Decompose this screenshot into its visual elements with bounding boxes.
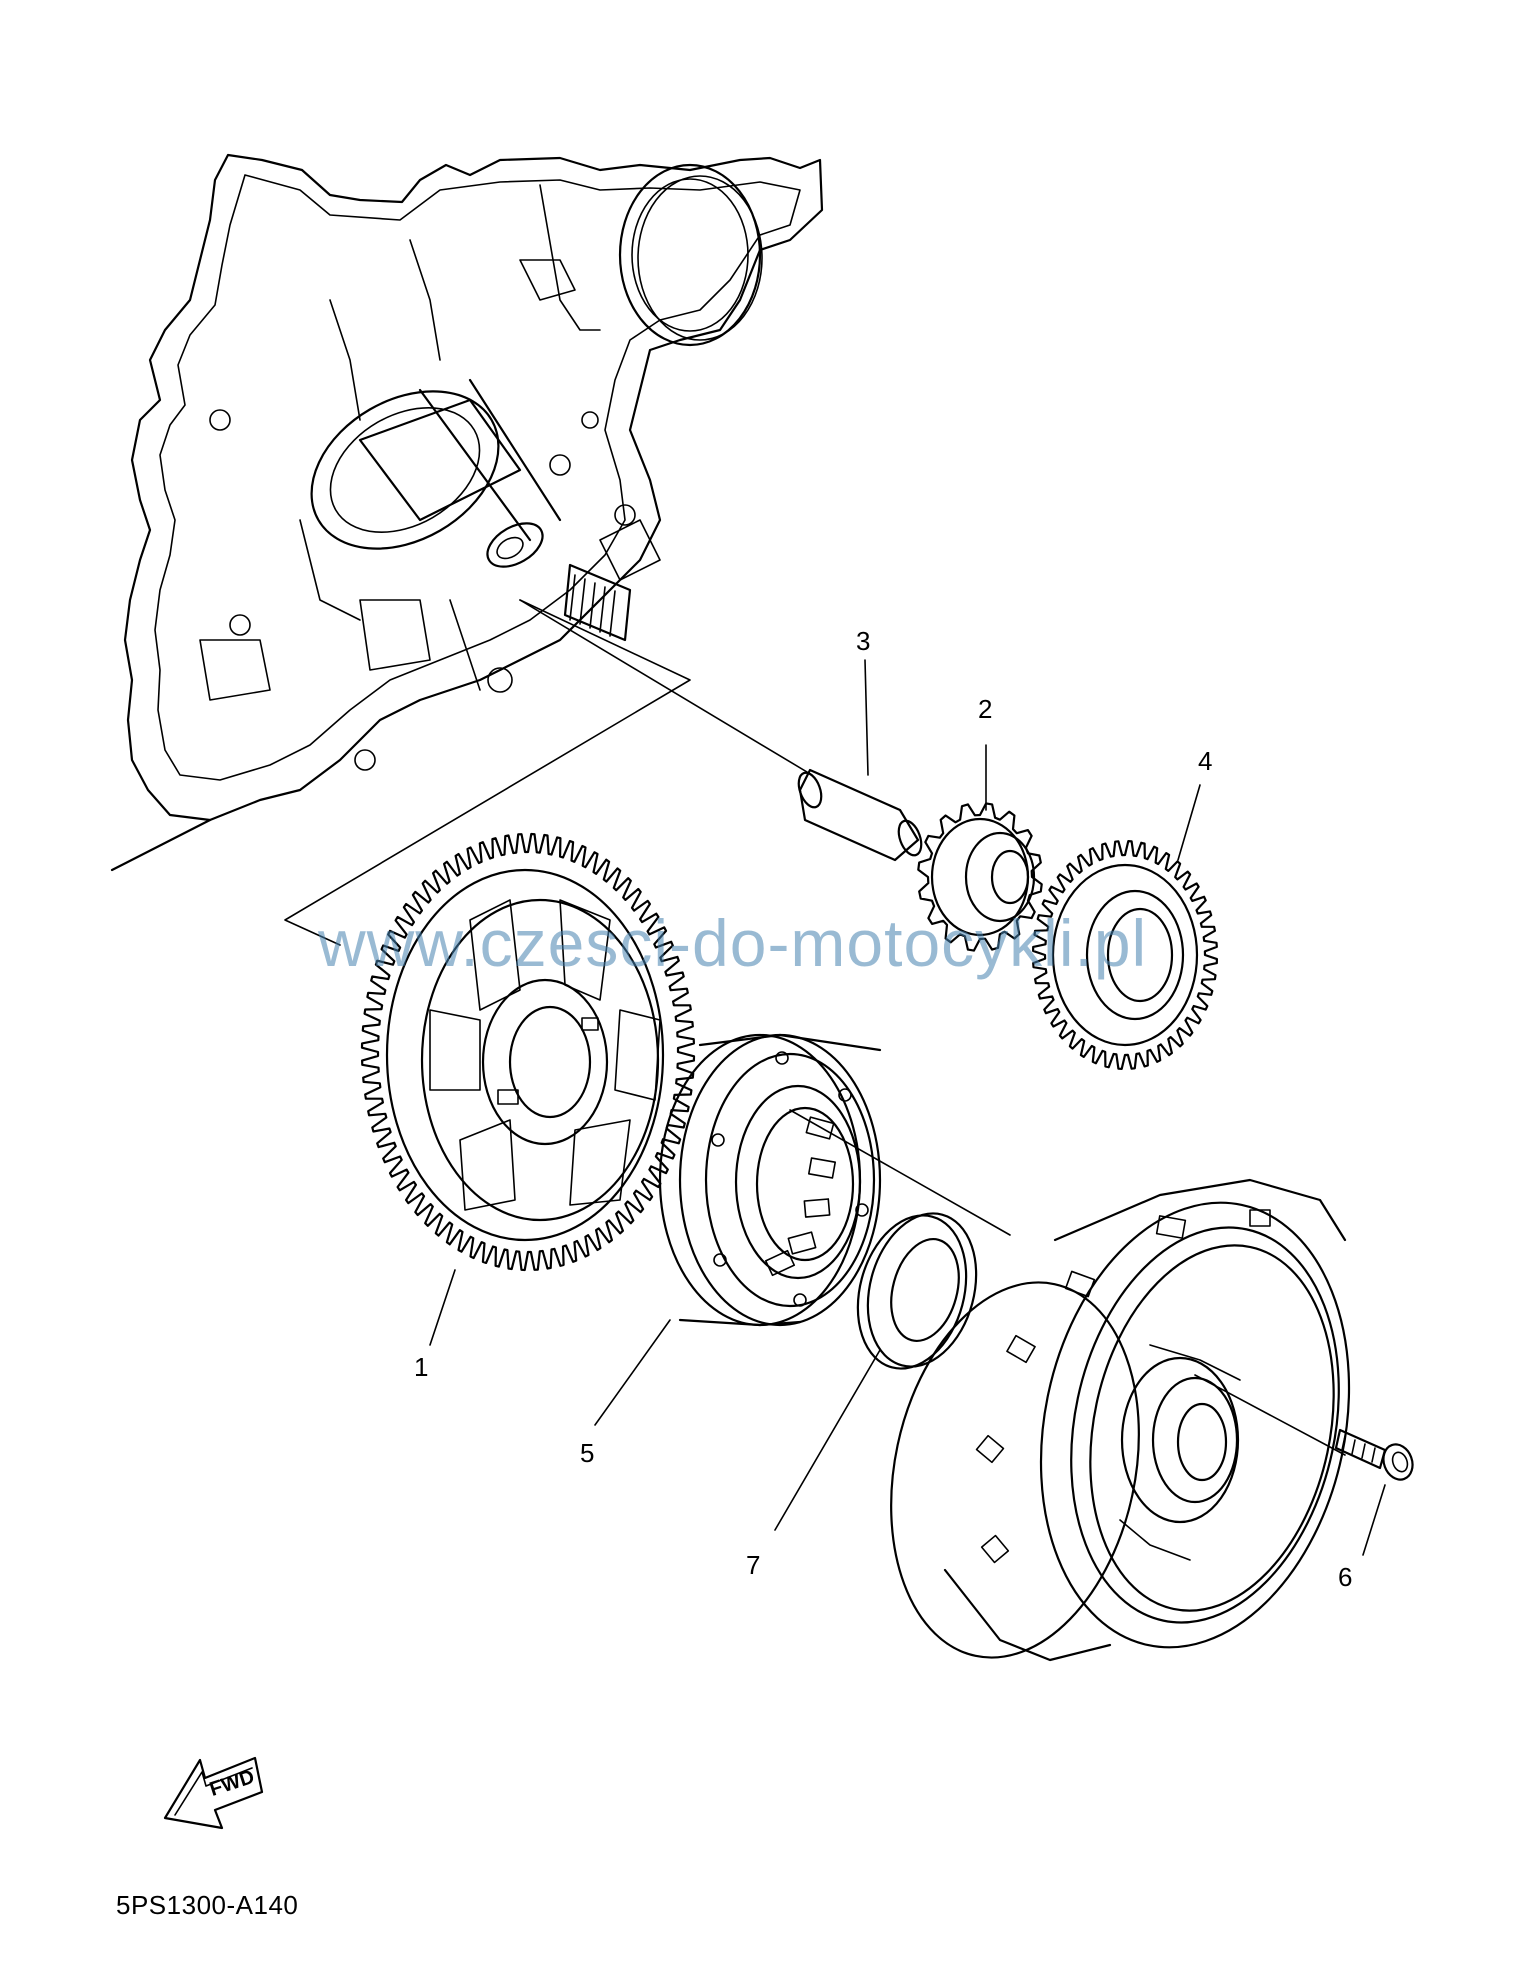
gear-4-teeth (1032, 840, 1218, 1070)
part-number-4: 4 (1198, 746, 1213, 776)
part-number-1: 1 (414, 1352, 429, 1382)
alignment-line-clutch-rotor (789, 1109, 1011, 1236)
medium-gear-part-4 (1032, 784, 1218, 1070)
part-number-2: 2 (978, 694, 993, 724)
watermark-text: www.czesci-do-motocykli.pl (318, 906, 1148, 980)
gear-2-teeth (917, 802, 1043, 952)
shaft-pin-part-3 (797, 659, 923, 862)
leader-line-case (110, 818, 212, 872)
part-number-3: 3 (856, 626, 871, 656)
diagram-code: 5PS1300-A140 (116, 1890, 299, 1920)
washer-part-7 (774, 1212, 978, 1531)
part-number-6: 6 (1338, 1562, 1353, 1592)
engine-crankcase (123, 153, 824, 822)
flywheel-rotor (890, 1178, 1351, 1662)
one-way-clutch-part-5 (594, 1033, 882, 1426)
idler-gear-part-2 (917, 744, 1043, 952)
part-number-7: 7 (746, 1550, 761, 1580)
part-number-5: 5 (580, 1438, 595, 1468)
alignment-lines (284, 599, 813, 946)
starter-wheel-gear-part-1 (360, 832, 696, 1346)
forward-direction-arrow (163, 1756, 264, 1830)
gear-1-teeth (360, 832, 696, 1272)
bolt-part-6 (1334, 1428, 1414, 1556)
